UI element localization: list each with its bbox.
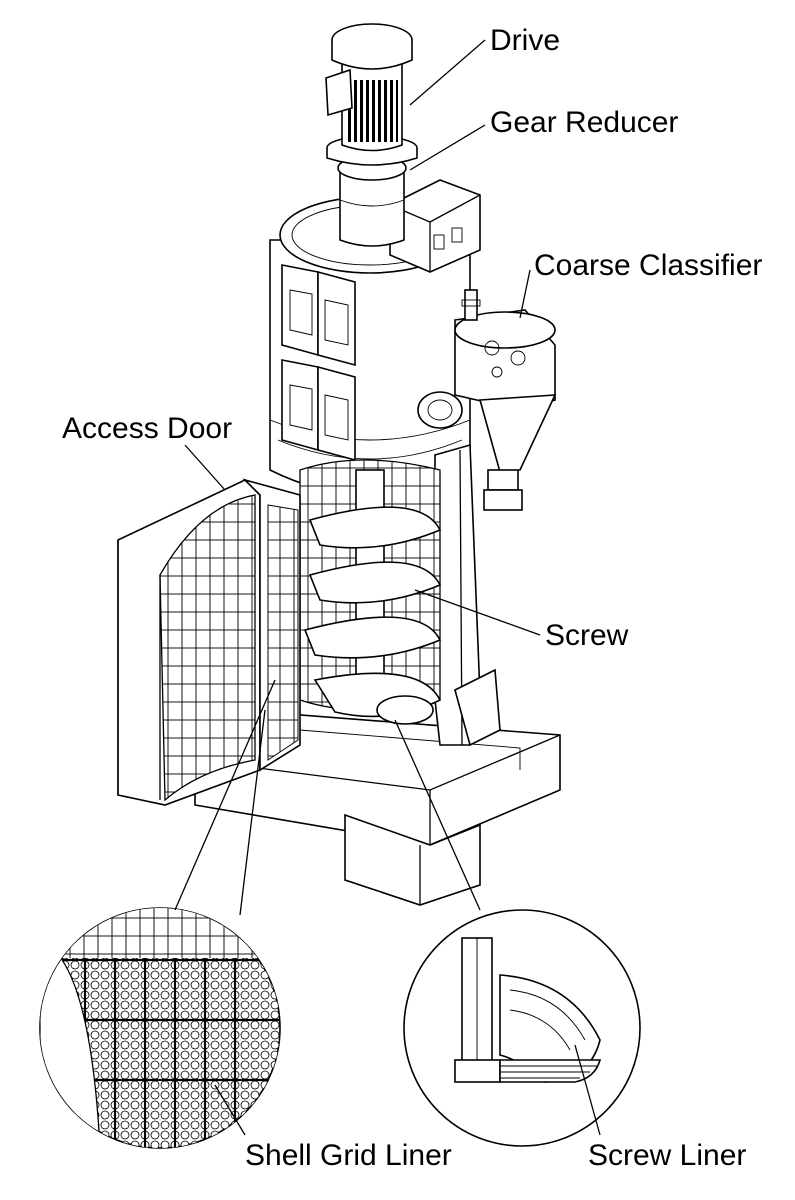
label-shell-grid-liner: Shell Grid Liner	[245, 1139, 452, 1172]
label-gear-reducer: Gear Reducer	[490, 106, 678, 139]
support-column	[434, 443, 501, 747]
label-screw: Screw	[545, 619, 629, 652]
label-screw-liner: Screw Liner	[588, 1139, 746, 1172]
gear-reducer	[326, 135, 418, 247]
detail-shell-grid-liner	[39, 907, 281, 1149]
access-door	[117, 478, 301, 806]
shell-window-panels	[281, 264, 356, 462]
label-coarse-classifier: Coarse Classifier	[534, 249, 762, 282]
screw-agitator	[303, 469, 442, 725]
label-access-door: Access Door	[62, 412, 232, 445]
drive-motor	[325, 23, 413, 152]
label-drive: Drive	[490, 24, 560, 57]
leader-lines	[174, 39, 601, 1136]
junction-box	[389, 179, 481, 273]
coarse-classifier	[454, 289, 557, 511]
detail-screw-liner	[403, 909, 641, 1147]
